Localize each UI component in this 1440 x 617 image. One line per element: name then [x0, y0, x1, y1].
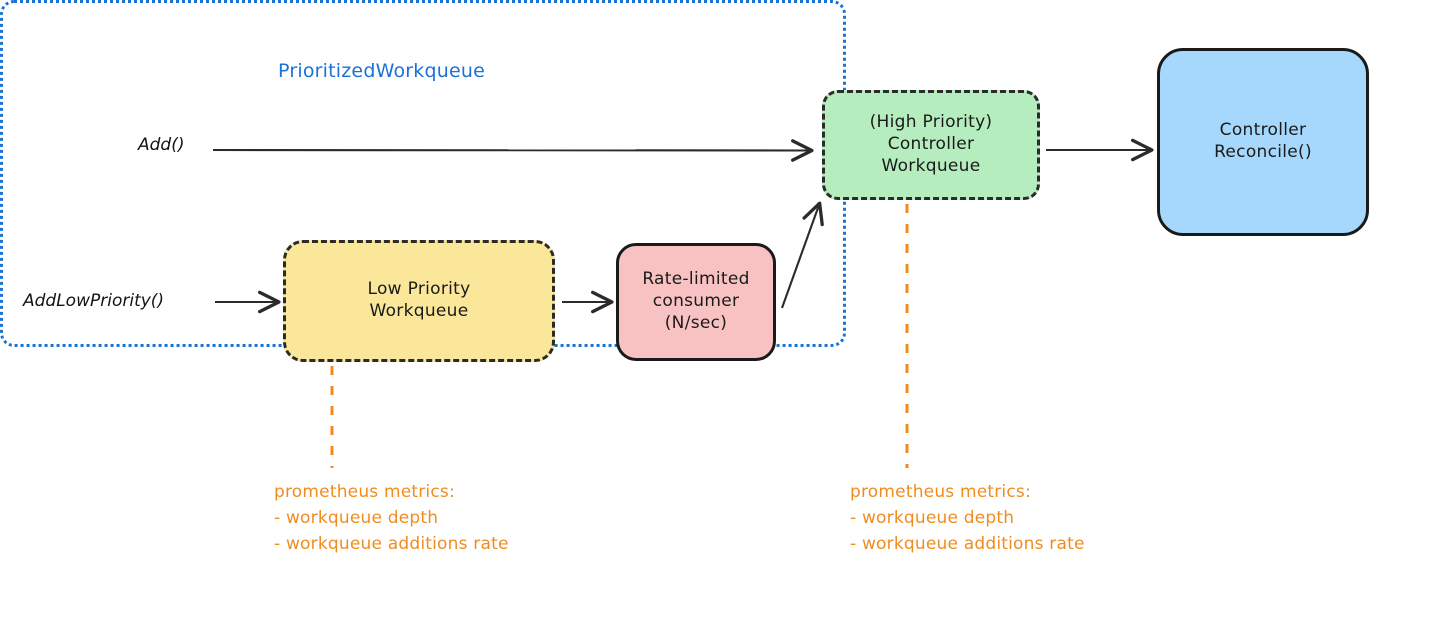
node-low-priority-workqueue-label: Low Priority Workqueue	[367, 279, 471, 321]
node-rate-limited-consumer[interactable]: Rate-limited consumer (N/sec)	[616, 243, 776, 361]
annotation-low-priority-metrics: prometheus metrics: - workqueue depth - …	[274, 482, 509, 554]
edge-consumer-to-highqueue-arrow	[781, 201, 824, 309]
edge-add-arrow	[212, 139, 814, 162]
node-rate-limited-consumer-label: Rate-limited consumer (N/sec)	[642, 269, 750, 333]
node-low-priority-workqueue[interactable]: Low Priority Workqueue	[283, 240, 555, 362]
node-controller-reconcile[interactable]: Controller Reconcile()	[1157, 48, 1369, 236]
edge-label-add: Add()	[138, 135, 185, 155]
node-high-priority-workqueue[interactable]: (High Priority) Controller Workqueue	[822, 90, 1040, 200]
node-high-priority-workqueue-label: (High Priority) Controller Workqueue	[869, 112, 993, 176]
edge-label-add-low-priority: AddLowPriority()	[23, 291, 165, 311]
annotation-high-priority-metrics: prometheus metrics: - workqueue depth - …	[850, 482, 1085, 554]
node-controller-reconcile-label: Controller Reconcile()	[1214, 120, 1312, 162]
group-title-label: PrioritizedWorkqueue	[278, 60, 486, 82]
